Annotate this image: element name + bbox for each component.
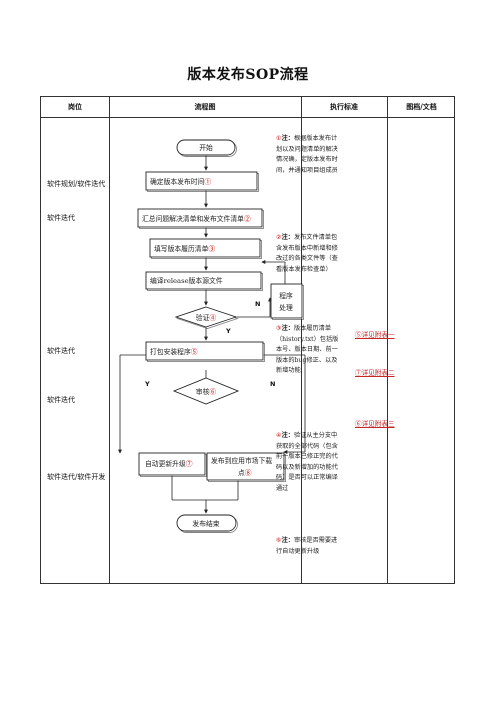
role-3: 软件迭代 [47,347,75,355]
col-divider-2 [301,97,302,583]
step2-box [137,208,263,228]
review-no-label: N [270,380,275,388]
col-divider-1 [109,97,110,583]
program-handle-label-1: 程序 [279,291,293,300]
start-label: 开始 [199,143,213,152]
step4-label: 编译release版本源文件 [150,276,223,285]
step1-box [145,171,258,191]
step5-box [145,341,264,361]
sop-table: 岗位 流程图 执行标准 图档/文档 软件规划/软件迭代 软件迭代 软件迭代 软件… [40,96,455,584]
role-2: 软件迭代 [47,214,75,222]
auto-update-box [138,452,206,476]
note-1: ①注：根据版本发布计划以及问题清单的解决情况确，定版本发布时间，并通知项目组成员 [276,135,338,174]
col-divider-3 [387,97,388,583]
review-yes-label: Y [144,380,150,388]
step2-label: 汇总问题解决清单和发布文件清单② [142,214,251,223]
program-handle-label-2: 处理 [279,303,293,312]
doc-link-3[interactable]: ⑥详见附表三 [355,420,395,428]
note-3: ③注：版本履历清单（history.txt）包括版本号、版本日期、前一版本的bu… [276,325,339,374]
verify-no-label: N [255,300,260,308]
step5-label: 打包安装程序⑤ [150,347,198,356]
verify-yes-label: Y [225,327,231,335]
header-docs: 图档/文档 [406,102,437,111]
verify-diamond [174,306,238,328]
header-flow: 流程图 [194,102,216,111]
end-label: 发布结束 [192,519,219,528]
header-divider [41,117,454,118]
page-title: 版本发布SOP流程 [187,67,309,83]
publish-box [206,452,285,481]
start-node [176,139,236,156]
header-role: 岗位 [68,102,82,111]
step1-label: 确定版本发布时间① [150,177,211,186]
verify-label: 验证④ [196,313,217,322]
doc-link-1[interactable]: ⑤详见附表一 [355,331,395,339]
role-1: 软件规划/软件迭代 [47,180,106,188]
publish-label-1: 发布到应用市场下载 [211,456,272,465]
publish-label-2: 点⑧ [238,469,252,477]
auto-update-label: 自动更新升级⑦ [145,459,193,468]
step4-box [145,271,262,290]
step3-box [149,238,261,258]
role-4: 软件迭代 [47,396,75,404]
role-5: 软件迭代/软件开发 [47,473,106,481]
header-standard: 执行标准 [330,102,358,111]
program-handle-box [270,283,303,319]
doc-link-2[interactable]: ⑦详见附表二 [355,369,395,377]
end-node [176,514,237,532]
step3-label: 填写版本履历清单③ [154,244,215,253]
note-5: ⑥注：审核是否需要进行自动更新升级 [276,537,338,555]
note-2: ②注：发布文件清单包含发布版本中新增和修改过的各类文件等（查看版本发布检查单） [276,234,338,273]
note-4: ④注：验证从主分支中获取的全部代码（包含前一版本已修正完的代码以及新增加的功能代… [276,432,338,492]
